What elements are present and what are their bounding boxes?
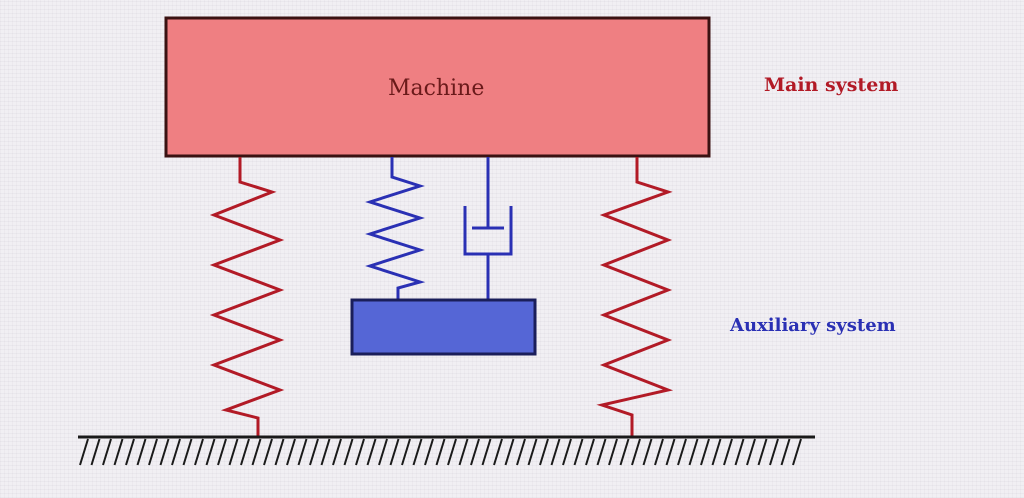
ground-hatch-line [205, 438, 216, 466]
ground-hatch-line [447, 438, 457, 466]
ground-hatch-line [378, 438, 388, 466]
ground-hatch-line [286, 438, 296, 466]
main-system-label: Main system [764, 74, 899, 96]
ground-hatch-line [263, 438, 273, 466]
auxiliary-spring [365, 157, 426, 300]
ground-hatch-line [366, 438, 377, 466]
ground-hatch-line [412, 438, 423, 466]
ground-hatch-line [769, 438, 779, 466]
ground-hatch-line [596, 438, 607, 466]
ground-hatch-line [113, 438, 124, 466]
ground-hatch-line [79, 438, 89, 466]
machine-mass [164, 16, 711, 158]
ground-hatch-line [217, 438, 227, 466]
ground-hatch-line [424, 438, 434, 466]
ground-hatch-line [159, 438, 170, 466]
ground-hatch-line [619, 438, 630, 466]
ground-hatch-line [194, 438, 204, 466]
ground-hatch-line [171, 438, 181, 466]
ground-hatch-line [608, 438, 618, 466]
ground-hatch-line [320, 438, 331, 466]
ground-hatch-line [309, 438, 319, 466]
ground-hatch-line [677, 438, 687, 466]
ground-hatch-line [539, 438, 549, 466]
ground-hatch-line [792, 438, 802, 466]
ground-hatching [79, 438, 802, 466]
ground-hatch-line [562, 438, 572, 466]
ground-hatch-line [654, 438, 664, 466]
ground-hatch-line [527, 438, 538, 466]
ground-hatch-line [435, 438, 446, 466]
ground-hatch-line [102, 438, 112, 466]
ground-hatch-line [125, 438, 135, 466]
ground-hatch-line [493, 438, 503, 466]
ground-hatch-line [355, 438, 365, 466]
ground-hatch-line [481, 438, 492, 466]
ground-hatch-line [470, 438, 480, 466]
ground-hatch-line [228, 438, 239, 466]
ground-hatch-line [585, 438, 595, 466]
ground-hatch-line [148, 438, 158, 466]
machine-label: Machine [388, 76, 485, 101]
ground-hatch-line [516, 438, 526, 466]
ground-hatch-line [297, 438, 308, 466]
ground-hatch-line [734, 438, 745, 466]
ground-hatch-line [746, 438, 756, 466]
ground-hatch-line [642, 438, 653, 466]
ground-hatch-line [757, 438, 768, 466]
ground-hatch-line [182, 438, 193, 466]
ground-hatch-line [332, 438, 342, 466]
ground-hatch-line [688, 438, 699, 466]
ground-hatch-line [458, 438, 469, 466]
ground-hatch-line [136, 438, 147, 466]
auxiliary-damper [463, 157, 513, 300]
ground-hatch-line [251, 438, 262, 466]
ground-hatch-line [550, 438, 561, 466]
ground-hatch-line [573, 438, 584, 466]
main-spring-right [596, 157, 674, 437]
ground-hatch-line [780, 438, 791, 466]
ground-hatch-line [631, 438, 641, 466]
ground-hatch-line [665, 438, 676, 466]
auxiliary-system-label: Auxiliary system [730, 315, 896, 336]
auxiliary-mass [350, 298, 537, 356]
ground-hatch-line [240, 438, 250, 466]
ground-hatch-line [389, 438, 400, 466]
ground-hatch-line [90, 438, 101, 466]
ground-hatch-line [700, 438, 710, 466]
ground-hatch-line [504, 438, 515, 466]
ground-hatch-line [343, 438, 354, 466]
ground-hatch-line [401, 438, 411, 466]
main-spring-left [209, 157, 285, 437]
ground-hatch-line [711, 438, 722, 466]
ground-hatch-line [723, 438, 733, 466]
ground-hatch-line [274, 438, 285, 466]
